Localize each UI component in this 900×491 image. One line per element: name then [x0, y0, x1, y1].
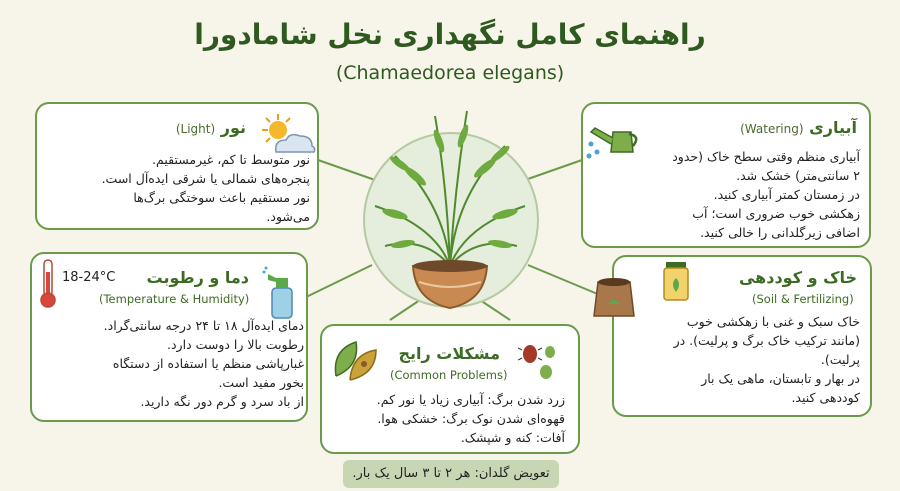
temperature-card	[30, 252, 308, 422]
soil-line: کوددهی کنید.	[791, 390, 860, 405]
watering-line: ۲ سانتی‌متر) خشک شد.	[736, 168, 860, 183]
spray-bottle-icon	[262, 266, 293, 319]
soil-body: خاک سبک و غنی با زهکشی خوب (مانند ترکیب …	[624, 312, 860, 407]
problems-title: مشکلات رایج	[398, 344, 500, 363]
temperature-heading: دما و رطوبت	[147, 268, 249, 287]
soil-bag-icon	[593, 278, 635, 317]
watering-body: آبیاری منظم وقتی سطح خاک (حدود ۲ سانتی‌م…	[598, 147, 860, 242]
soil-line: (مانند ترکیب خاک برگ و پرلیت). در	[673, 333, 860, 348]
problems-line: آفات: کنه و شپشک.	[460, 430, 565, 445]
light-line: نور متوسط تا کم، غیرمستقیم.	[152, 152, 310, 167]
sun-cloud-icon	[262, 114, 316, 153]
temperature-title-en: (Temperature & Humidity)	[99, 292, 250, 306]
palm-plant-illustration	[374, 110, 526, 310]
watering-line: آبیاری منظم وقتی سطح خاک (حدود	[672, 149, 860, 164]
bugs-icon	[518, 345, 555, 379]
soil-line: خاک سبک و غنی با زهکشی خوب	[686, 314, 860, 329]
soil-title: خاک و کوددهی	[738, 268, 857, 287]
problems-body: زرد شدن برگ: آبیاری زیاد یا نور کم. قهوه…	[329, 390, 565, 447]
light-card	[35, 102, 319, 230]
problems-heading: مشکلات رایج	[398, 344, 500, 363]
soil-line: پرلیت).	[820, 352, 860, 367]
light-body: نور متوسط تا کم، غیرمستقیم. پنجره‌های شم…	[50, 150, 310, 226]
watering-line: در زمستان کمتر آبیاری کنید.	[713, 187, 860, 202]
temperature-line: غبارپاشی منظم یا استفاده از دستگاه	[112, 356, 304, 371]
watering-line: اضافی زیرگلدانی را خالی کنید.	[700, 225, 860, 240]
watering-line: زهکشی خوب ضروری است؛ آب	[692, 206, 860, 221]
page-subtitle: (Chamaedorea elegans)	[335, 62, 565, 84]
fertilizer-bottle-icon	[663, 262, 689, 301]
page-title: راهنمای کامل نگهداری نخل شامادورا	[194, 18, 706, 51]
light-line: پنجره‌های شمالی یا شرقی ایده‌آل است.	[101, 171, 310, 186]
thermometer-label: 18-24°C	[62, 270, 116, 285]
light-line: نور مستقیم باعث سوختگی برگ‌ها	[133, 190, 310, 205]
temperature-line: از باد سرد و گرم دور نگه دارید.	[140, 394, 304, 409]
thermometer-icon	[40, 259, 56, 308]
soil-line: در بهار و تابستان، ماهی یک بار	[701, 371, 860, 386]
problems-card	[320, 324, 580, 454]
temperature-line: بخور مفید است.	[218, 375, 304, 390]
light-line: می‌شود.	[266, 209, 310, 224]
temperature-line: رطوبت بالا را دوست دارد.	[167, 337, 304, 352]
soil-card	[612, 255, 872, 417]
light-heading: نور (Light)	[176, 118, 246, 137]
soil-title-en: (Soil & Fertilizing)	[752, 292, 854, 306]
watering-can-icon	[586, 127, 638, 159]
watering-title: آبیاری	[809, 118, 857, 137]
watering-title-en: (Watering)	[740, 122, 804, 136]
soil-heading: خاک و کوددهی	[739, 268, 857, 287]
problems-line: قهوه‌ای شدن نوک برگ: خشکی هوا.	[377, 411, 565, 426]
temperature-line: دمای ایده‌آل ۱۸ تا ۲۴ درجه سانتی‌گراد.	[103, 318, 304, 333]
temperature-body: دمای ایده‌آل ۱۸ تا ۲۴ درجه سانتی‌گراد. ر…	[42, 316, 304, 411]
watering-card	[581, 102, 871, 248]
light-title-en: (Light)	[175, 122, 216, 136]
repotting-footer: تعویض گلدان: هر ۲ تا ۳ سال یک بار.	[343, 460, 559, 488]
light-title: نور	[220, 118, 246, 137]
temperature-title: دما و رطوبت	[146, 268, 249, 287]
watering-heading: آبیاری (Watering)	[740, 118, 857, 137]
problems-title-en: (Common Problems)	[390, 368, 508, 382]
damaged-leaves-icon	[334, 341, 377, 381]
problems-line: زرد شدن برگ: آبیاری زیاد یا نور کم.	[376, 392, 565, 407]
